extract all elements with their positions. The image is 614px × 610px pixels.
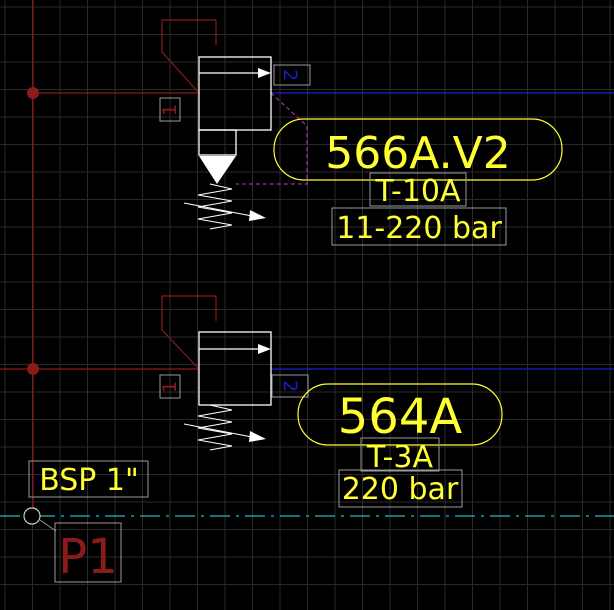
pipes bbox=[0, 0, 614, 532]
valve1-model-label[interactable]: 566A.V2 bbox=[325, 128, 510, 179]
pressure-box-valve2 bbox=[338, 469, 463, 508]
pilot-line-valve2 bbox=[161, 295, 217, 370]
pressure-box-valve1 bbox=[331, 207, 507, 246]
valve2-cavity-label[interactable]: T-3A bbox=[366, 440, 433, 475]
valve1-body-lower bbox=[198, 129, 237, 156]
port-tag-2-valve2[interactable]: 2 bbox=[271, 374, 309, 398]
valve2-flow-arrow bbox=[258, 344, 271, 354]
drain-dash-valve1 bbox=[236, 92, 308, 185]
port-tag-label: 1 bbox=[159, 381, 181, 393]
thread-box bbox=[28, 460, 149, 498]
valve1-check-triangle bbox=[199, 156, 236, 184]
port-node[interactable] bbox=[23, 507, 41, 525]
port-name-box bbox=[54, 522, 122, 583]
port-name-label[interactable]: P1 bbox=[58, 529, 117, 585]
valve1-adjust-line bbox=[183, 202, 253, 217]
valve2-adjust-arrow bbox=[249, 431, 266, 442]
cavity-box-valve1 bbox=[369, 172, 467, 207]
valve2-pressure-label[interactable]: 220 bar bbox=[342, 472, 459, 507]
port-p1[interactable]: BSP 1" P1 bbox=[28, 460, 149, 585]
valve-566a[interactable]: 1 2 566A.V2 T-10A 11-220 bar bbox=[159, 19, 563, 246]
port-tag-1-valve2[interactable]: 1 bbox=[159, 374, 181, 399]
valve2-spring bbox=[197, 404, 233, 451]
model-capsule-valve2 bbox=[297, 383, 503, 446]
junction-node-bottom[interactable] bbox=[27, 363, 39, 375]
port-connector-line bbox=[39, 519, 57, 532]
pilot-line-valve1 bbox=[161, 19, 217, 94]
port-tag-label: 1 bbox=[159, 104, 181, 116]
junction-node-top[interactable] bbox=[27, 87, 39, 99]
valve1-flow-arrow bbox=[258, 68, 271, 78]
valve1-cavity-label[interactable]: T-10A bbox=[374, 174, 461, 209]
model-capsule-valve1 bbox=[273, 118, 563, 181]
valve2-adjust-line bbox=[183, 423, 253, 438]
valve2-body bbox=[198, 331, 272, 406]
valve1-spring bbox=[197, 183, 233, 230]
port-thread-label[interactable]: BSP 1" bbox=[39, 463, 139, 498]
valve1-adjust-arrow bbox=[249, 210, 266, 221]
port-tag-2-valve1[interactable]: 2 bbox=[273, 64, 311, 86]
port-tag-label: 2 bbox=[279, 380, 301, 392]
valve2-model-label[interactable]: 564A bbox=[338, 389, 463, 445]
valve1-pressure-label[interactable]: 11-220 bar bbox=[336, 211, 502, 246]
cavity-box-valve2 bbox=[360, 437, 440, 472]
port-tag-label: 2 bbox=[279, 69, 301, 81]
valve-564a[interactable]: 1 2 564A T-3A 220 bar bbox=[159, 295, 503, 508]
port-tag-1-valve1[interactable]: 1 bbox=[159, 97, 181, 122]
